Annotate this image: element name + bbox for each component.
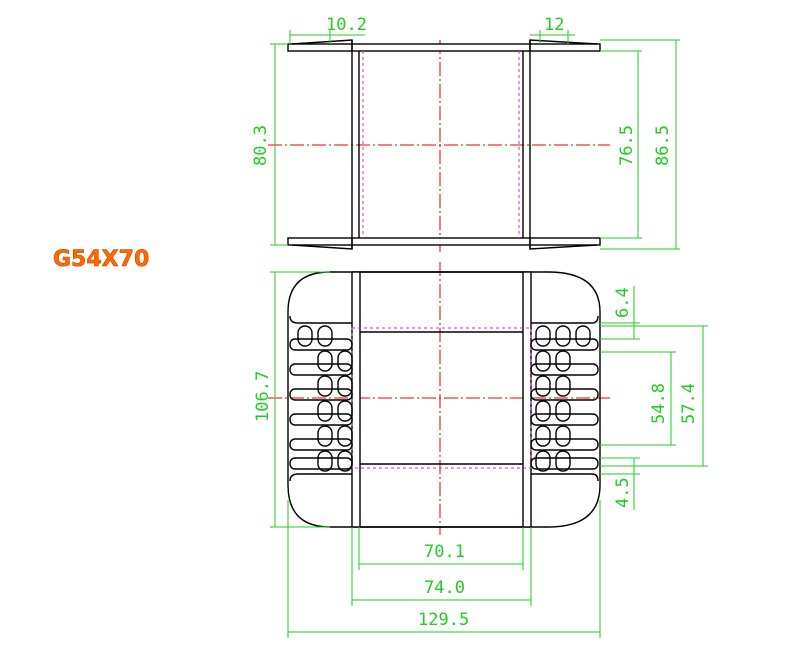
hidden-core-window	[351, 327, 532, 469]
corner	[591, 473, 599, 482]
slot	[555, 450, 571, 472]
fin	[530, 338, 599, 351]
slot	[317, 325, 333, 347]
slot	[535, 450, 551, 472]
fin	[289, 457, 353, 470]
left-fins	[289, 325, 353, 472]
dim-10-2: 10.2	[326, 15, 367, 35]
bottom-flange	[287, 237, 601, 246]
slot	[317, 350, 333, 372]
slot	[535, 425, 551, 447]
slot	[337, 425, 353, 447]
slot	[535, 350, 551, 372]
fin	[530, 363, 599, 376]
dim-86-5: 86.5	[653, 125, 673, 166]
slot	[337, 350, 353, 372]
top-flange	[287, 43, 601, 52]
slot	[337, 450, 353, 472]
slot	[337, 375, 353, 397]
slot	[317, 450, 333, 472]
fin	[289, 413, 353, 426]
dim-57-4: 57.4	[679, 383, 699, 424]
slot	[555, 350, 571, 372]
front-view: 106.7 6.4 54.8 57.4 4.5 70.1 74.0 129.5	[253, 262, 708, 638]
fin	[289, 438, 353, 451]
dim-106-7: 106.7	[253, 371, 273, 422]
slot	[337, 400, 353, 422]
slot	[535, 375, 551, 397]
slot	[555, 425, 571, 447]
fin	[289, 338, 353, 351]
core-right-wall	[522, 271, 532, 528]
slot	[535, 400, 551, 422]
dim-80-3: 80.3	[251, 125, 271, 166]
dim-70-1: 70.1	[424, 542, 465, 562]
slot	[555, 325, 571, 347]
corner	[289, 315, 299, 324]
dim-54-8: 54.8	[649, 383, 669, 424]
right-fins	[530, 325, 599, 472]
slot	[297, 325, 313, 347]
slot	[555, 375, 571, 397]
fin	[530, 438, 599, 451]
dim-129-5: 129.5	[418, 610, 469, 630]
bobbin-flange-outline	[287, 271, 601, 528]
dim-6-4: 6.4	[613, 287, 633, 318]
corner	[591, 315, 599, 324]
fin	[530, 413, 599, 426]
model-label: G54X70	[53, 247, 149, 272]
dim-74-0: 74.0	[424, 578, 465, 598]
corner	[289, 473, 299, 482]
fin	[289, 388, 353, 401]
slot	[317, 400, 333, 422]
dim-76-5: 76.5	[617, 125, 637, 166]
fin	[289, 363, 353, 376]
fin	[530, 457, 599, 470]
slot	[317, 375, 333, 397]
dim-4-5: 4.5	[613, 477, 633, 508]
slot	[555, 400, 571, 422]
slot	[317, 425, 333, 447]
fin	[530, 388, 599, 401]
top-view: 10.2 12 80.3 76.5 86.5	[251, 15, 680, 252]
slot	[575, 325, 591, 347]
core-left-wall	[351, 271, 361, 528]
dim-12: 12	[544, 15, 564, 35]
slot	[535, 325, 551, 347]
